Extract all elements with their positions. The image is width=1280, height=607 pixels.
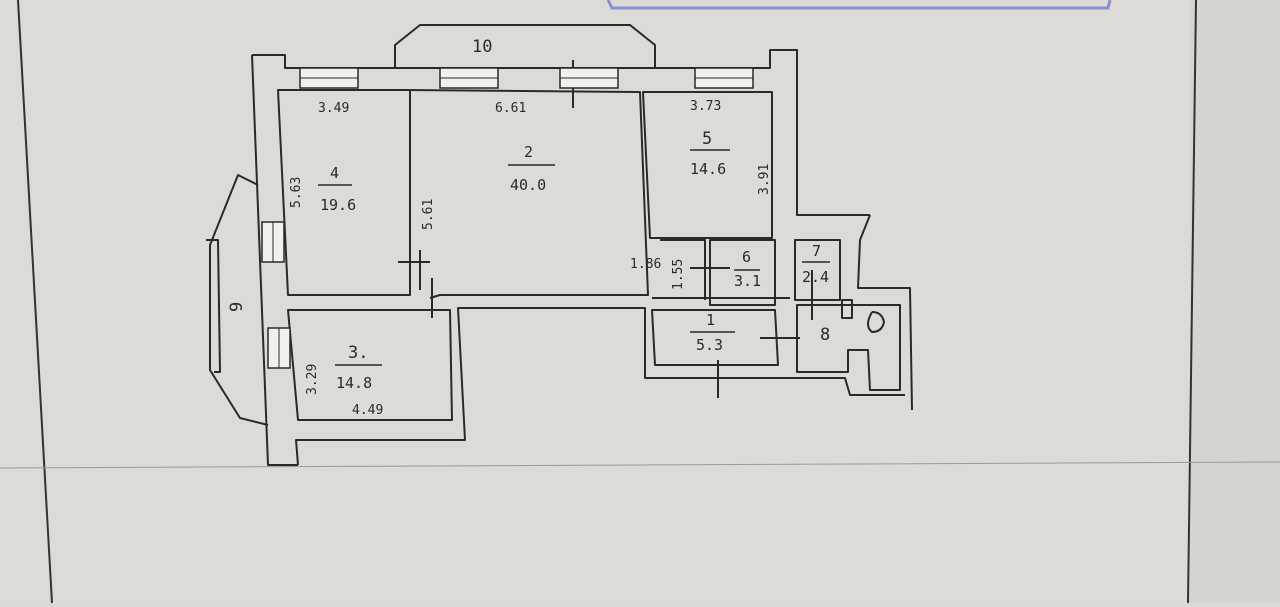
room-2-walls xyxy=(404,89,649,299)
toilet-fixture xyxy=(867,311,885,333)
room-2-area: 40.0 xyxy=(510,176,546,194)
bath-fixture xyxy=(841,299,853,319)
room-4-number: 4 xyxy=(330,164,339,182)
room-8-number: 8 xyxy=(820,325,830,345)
paper-fold-line xyxy=(0,461,1280,469)
bay-window-outline xyxy=(209,174,269,426)
dim-room4-height: 5.63 xyxy=(289,177,304,208)
corridor-walls xyxy=(660,239,706,300)
stamp-fragment xyxy=(606,0,1112,10)
room-8-walls xyxy=(796,304,901,391)
room-1-area: 5.3 xyxy=(696,336,723,354)
outer-wall-left xyxy=(251,54,298,466)
room-5-area: 14.6 xyxy=(690,160,726,178)
room-3-area: 14.8 xyxy=(336,374,372,392)
dim-room3-height: 3.29 xyxy=(305,364,320,395)
sheet-border-left xyxy=(17,0,53,604)
room-6-number: 6 xyxy=(742,248,751,266)
room-3-number: 3. xyxy=(348,343,368,363)
dim-room3-width: 4.49 xyxy=(352,403,383,418)
outer-wall-top xyxy=(252,49,870,216)
sheet-border-right xyxy=(1187,0,1197,604)
balcony-label: 10 xyxy=(472,37,492,57)
room-5-number: 5 xyxy=(702,129,712,149)
room-6-area: 3.1 xyxy=(734,272,761,290)
balcony-outline xyxy=(394,24,656,68)
room-7-walls xyxy=(794,239,841,301)
dim-room2-width: 6.61 xyxy=(495,101,526,116)
area-fraction-bars xyxy=(318,149,830,366)
dim-room5-height: 3.91 xyxy=(757,164,772,195)
bay-window-label: 9 xyxy=(227,302,247,312)
dim-room5-width: 3.73 xyxy=(690,99,721,114)
bay-window-inner xyxy=(206,239,221,373)
dim-room2-height: 5.61 xyxy=(421,199,436,230)
room-7-number: 7 xyxy=(812,242,821,260)
paper-right-margin xyxy=(1190,0,1280,603)
dim-room4-width: 3.49 xyxy=(318,101,349,116)
dim-corridor-width: 1.86 xyxy=(630,257,661,272)
room-1-number: 1 xyxy=(706,311,715,329)
room-4-area: 19.6 xyxy=(320,196,356,214)
room-7-area: 2.4 xyxy=(802,268,829,286)
walls xyxy=(206,24,913,466)
outer-wall-bottom xyxy=(295,307,905,466)
room-3-walls xyxy=(287,309,453,421)
room-1-walls xyxy=(651,309,779,366)
door-room4 xyxy=(398,250,430,290)
dim-corridor-height: 1.55 xyxy=(671,259,686,290)
room-2-number: 2 xyxy=(524,143,533,161)
window-sashes xyxy=(272,77,753,368)
room-6-walls xyxy=(709,239,776,306)
room-5-walls xyxy=(642,91,773,239)
outer-wall-right xyxy=(857,214,913,411)
